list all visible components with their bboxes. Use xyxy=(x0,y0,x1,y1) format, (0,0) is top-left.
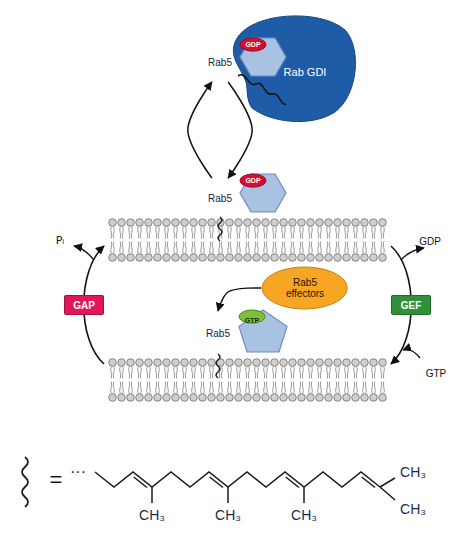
label-holder: GDP xyxy=(419,231,441,249)
label-holder: GTP xyxy=(426,363,447,381)
node-text: Rab5 xyxy=(208,193,232,204)
prenyl-symbol xyxy=(22,457,28,507)
node-text-group: Rab5 xyxy=(206,328,230,339)
node-text: Rab5 effectors xyxy=(277,277,333,299)
label-holder: Pᵢ xyxy=(56,230,65,248)
methyl-label: CH₃ xyxy=(291,508,317,523)
rab5-protein-outline xyxy=(239,310,287,352)
gdp-oval-outline xyxy=(240,174,266,187)
node-text: GDP xyxy=(245,41,260,49)
methyl-label: CH₃ xyxy=(400,465,426,480)
rab5-protein-outline xyxy=(240,174,286,212)
rab-gdi-outline xyxy=(233,16,355,122)
node-text: Rab GDI xyxy=(284,66,327,78)
rab5-protein: GTPRab5 xyxy=(193,311,243,355)
release-arrow xyxy=(74,246,94,260)
prenyl-anchor xyxy=(218,217,222,241)
lipid-bilayer xyxy=(108,218,387,262)
gef-box-outline xyxy=(392,296,431,315)
label-holder: CH₃ xyxy=(400,500,426,518)
gap-box: GAP xyxy=(64,295,104,315)
node-text: GDP xyxy=(245,177,260,185)
gdp-oval: GDP xyxy=(239,37,267,52)
effector-oval: Rab5 effectors xyxy=(261,266,348,310)
label-holder: CH₃ xyxy=(400,463,426,481)
node-text-group: Rab GDI xyxy=(284,66,327,78)
lipid-bilayer xyxy=(108,358,387,402)
node-text-group: GDP xyxy=(245,177,260,185)
node-text-group: Rab5 xyxy=(208,193,232,204)
label-holder: ··· xyxy=(70,463,86,481)
label-holder: CH₃ xyxy=(215,506,241,524)
ellipsis: ··· xyxy=(70,463,86,481)
carbon-chain xyxy=(95,472,380,487)
gdp-oval: GDP xyxy=(239,173,267,188)
nucleotide-label: GDP xyxy=(419,236,441,247)
prenyl-anchor xyxy=(216,354,220,378)
uptake-arrow xyxy=(403,349,420,358)
node-text-group: GAP xyxy=(73,300,95,311)
node-text: GAP xyxy=(73,300,95,311)
gef-box: GEF xyxy=(391,295,431,315)
node-text-group: Rab5 xyxy=(208,57,232,68)
label-holder: CH₃ xyxy=(139,506,165,524)
rab5-protein-shape xyxy=(193,311,453,461)
node-text-group: GDP xyxy=(245,41,260,49)
methyl-label: CH₃ xyxy=(215,508,241,523)
release-arrow xyxy=(401,248,424,260)
node-text: GEF xyxy=(401,300,422,311)
arrow-connector xyxy=(188,82,212,178)
label-holder: = xyxy=(50,468,63,492)
gtp-oval: GTP xyxy=(238,309,266,324)
methyl-bond xyxy=(152,478,395,503)
node-text-group: Rab5 effectors xyxy=(277,277,333,299)
nucleotide-label: GTP xyxy=(426,368,447,379)
rab5-protein-shape xyxy=(196,42,453,192)
equals-sign: = xyxy=(50,468,63,492)
node-text-group: GEF xyxy=(401,300,422,311)
node-text-group: GTP xyxy=(245,317,259,325)
node-text: GTP xyxy=(245,317,259,325)
phosphate-label: Pᵢ xyxy=(56,235,65,247)
double-bond xyxy=(134,477,375,488)
gap-box-outline xyxy=(65,296,104,315)
gdp-oval-outline xyxy=(240,38,266,51)
node-text: Rab5 xyxy=(206,328,230,339)
methyl-label: CH₃ xyxy=(139,508,165,523)
effector-oval-outline xyxy=(262,267,347,309)
node-text: Rab5 xyxy=(208,57,232,68)
label-holder: CH₃ xyxy=(291,506,317,524)
rab5-protein: GDPRab5 xyxy=(196,42,244,82)
rab5-protein: GDPRab5 xyxy=(196,178,244,218)
arrow-connector xyxy=(218,288,261,311)
methyl-label: CH₃ xyxy=(400,502,426,517)
